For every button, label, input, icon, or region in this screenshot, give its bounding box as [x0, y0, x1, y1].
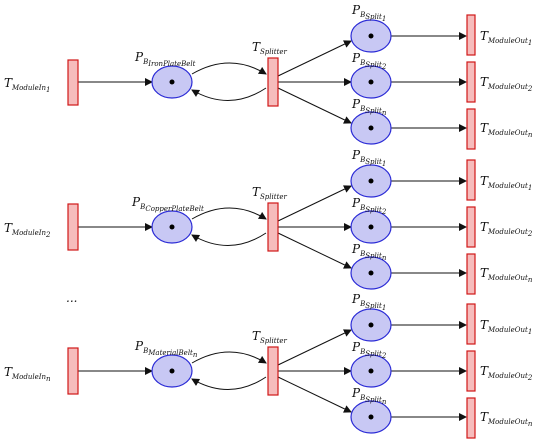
label-split-n-1: PBSplit1 — [351, 292, 386, 312]
label-belt-2: PBCopperPlateBelt — [131, 195, 204, 213]
token-split-2-1 — [368, 178, 374, 184]
transition-module-in-2 — [67, 203, 79, 251]
transition-splitter-1 — [267, 57, 279, 107]
transition-module-out-1-1 — [466, 14, 476, 56]
token-split-2-n — [368, 270, 374, 276]
arc-splittern-to-beltn — [191, 376, 267, 390]
arc-splitter2-to-split2-n — [277, 232, 352, 269]
label-split-1-2: PBSplit2 — [351, 51, 387, 71]
label-split-2-2: PBSplit2 — [351, 196, 387, 216]
arc-splittern-to-splitn-1 — [277, 329, 352, 366]
token-belt-n — [169, 368, 175, 374]
arc-splitter2-to-split2-1 — [277, 185, 352, 222]
token-split-n-1 — [368, 322, 374, 328]
token-split-n-2 — [368, 368, 374, 374]
label-module-out-2-2: TModuleOut2 — [480, 220, 533, 238]
transition-module-out-2-n — [466, 253, 476, 295]
transition-module-in-n — [67, 347, 79, 395]
label-belt-1: PBIronPlateBelt — [134, 50, 196, 68]
label-split-1-n: PBSplitn — [351, 97, 387, 117]
arc-splitter1-to-split1-1 — [277, 40, 352, 77]
arc-splitter2-to-belt2 — [191, 232, 267, 246]
transition-module-out-2-2 — [466, 206, 476, 248]
transition-module-out-n-2 — [466, 350, 476, 392]
label-belt-n: PBMaterialBeltn — [134, 339, 198, 359]
transition-module-out-2-1 — [466, 159, 476, 201]
label-module-in-2: TModuleIn2 — [4, 221, 51, 239]
label-module-in-n: TModuleInn — [4, 365, 51, 383]
label-splitter-2: TSplitter — [252, 185, 288, 201]
arc-beltn-to-splittern — [191, 351, 267, 364]
arc-belt2-to-splitter2 — [191, 207, 267, 220]
token-split-1-1 — [368, 33, 374, 39]
token-belt-1 — [169, 79, 175, 85]
label-splitter-n: TSplitter — [252, 329, 288, 345]
label-module-out-1-2: TModuleOut2 — [480, 75, 533, 93]
label-module-in-1: TModuleIn1 — [4, 76, 51, 94]
label-split-n-n: PBSplitn — [351, 386, 387, 406]
group-1: TModuleIn1 PBIronPlateBelt TSplitter PBS… — [4, 3, 533, 150]
ellipsis: ... — [66, 291, 77, 305]
label-module-out-n-n: TModuleOutn — [480, 410, 533, 428]
transition-splitter-2 — [267, 202, 279, 252]
transition-module-out-n-1 — [466, 303, 476, 345]
arc-belt1-to-splitter1 — [191, 62, 267, 75]
label-module-out-2-1: TModuleOut1 — [480, 174, 532, 192]
arc-splittern-to-splitn-n — [277, 376, 352, 413]
group-n: TModuleInn PBMaterialBeltn TSplitter PBS… — [4, 292, 533, 439]
token-split-1-n — [368, 125, 374, 131]
label-module-out-1-n: TModuleOutn — [480, 121, 533, 139]
label-splitter-1: TSplitter — [252, 40, 288, 56]
token-split-n-n — [368, 414, 374, 420]
transition-module-in-1 — [67, 59, 79, 106]
transition-module-out-n-n — [466, 397, 476, 439]
transition-module-out-1-n — [466, 108, 476, 150]
label-module-out-1-1: TModuleOut1 — [480, 29, 532, 47]
arc-splitter1-to-split1-n — [277, 87, 352, 124]
arc-splitter1-to-belt1 — [191, 87, 267, 101]
label-split-1-1: PBSplit1 — [351, 3, 386, 23]
token-belt-2 — [169, 224, 175, 230]
label-split-2-1: PBSplit1 — [351, 148, 386, 168]
transition-module-out-1-2 — [466, 61, 476, 103]
label-split-n-2: PBSplit2 — [351, 340, 387, 360]
transition-splitter-n — [267, 346, 279, 396]
label-module-out-n-1: TModuleOut1 — [480, 318, 532, 336]
label-split-2-n: PBSplitn — [351, 242, 387, 262]
group-2: TModuleIn2 PBCopperPlateBelt TSplitter P… — [4, 148, 533, 295]
token-split-2-2 — [368, 224, 374, 230]
label-module-out-2-n: TModuleOutn — [480, 266, 533, 284]
label-module-out-n-2: TModuleOut2 — [480, 364, 533, 382]
token-split-1-2 — [368, 79, 374, 85]
